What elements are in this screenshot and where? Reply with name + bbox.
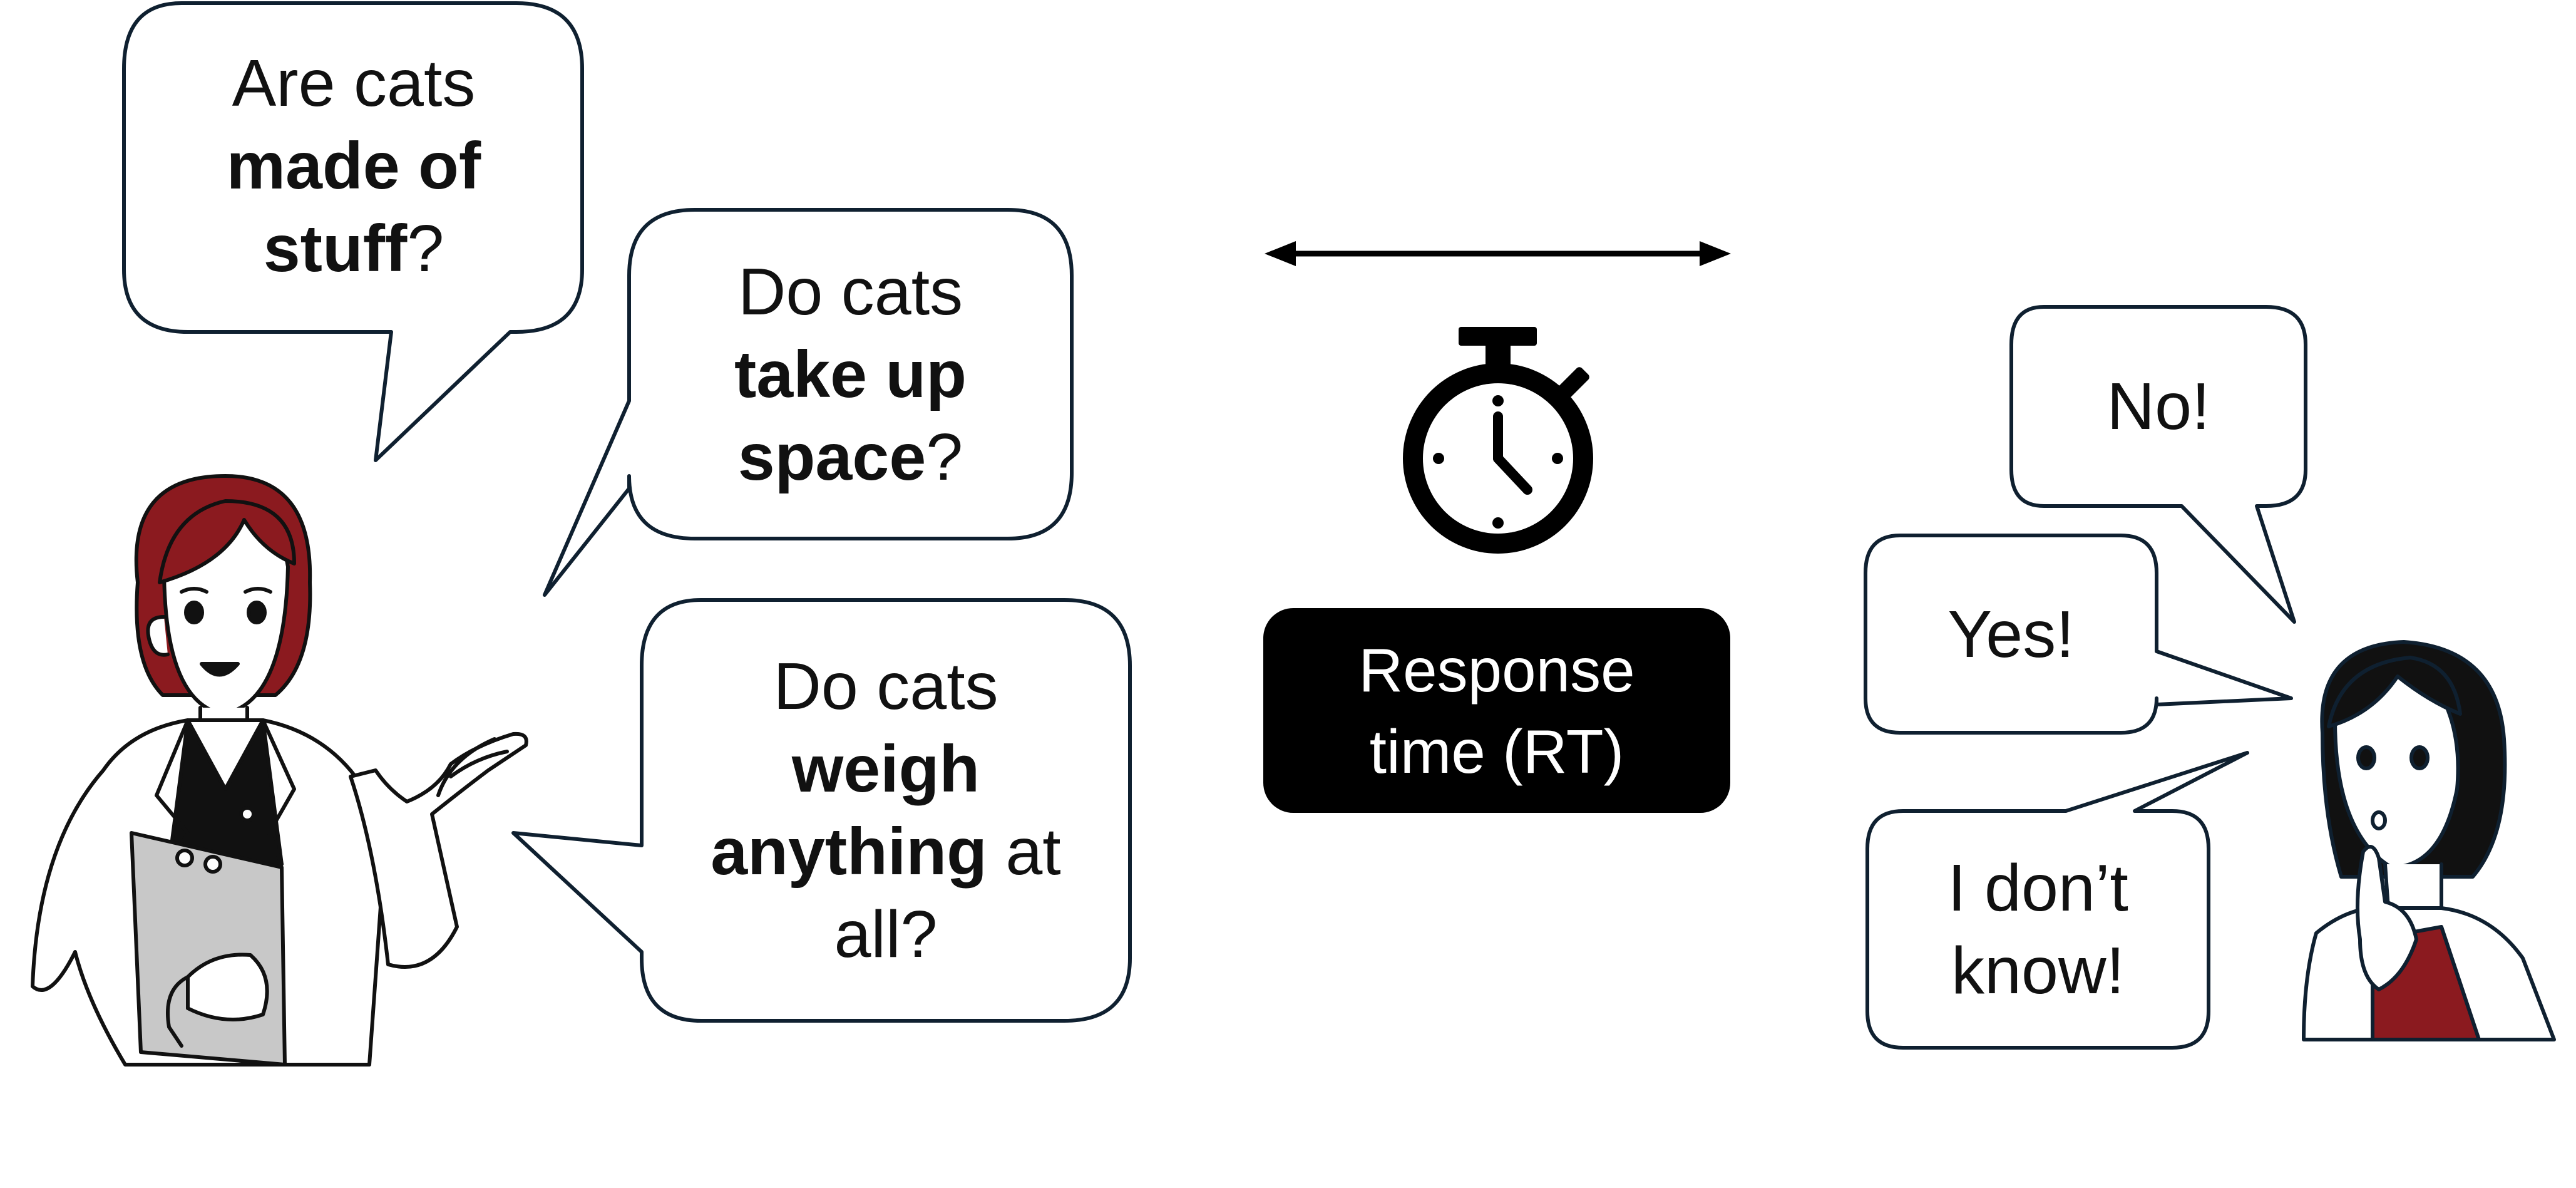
answer-bubble-no: [2009, 305, 2307, 624]
answer-dontknow-line2: know!: [1951, 934, 2125, 1008]
researcher-illustration: [31, 474, 528, 1067]
question-2-text: Do cats take up space?: [629, 210, 1072, 539]
question-2-line1: Do cats: [737, 254, 963, 329]
question-2-bold1: take up: [734, 337, 967, 411]
response-time-line2: time (RT): [1369, 716, 1624, 786]
question-1-line3: stuff?: [264, 207, 444, 290]
answer-dontknow-line1: I don’t: [1947, 851, 2128, 925]
question-2-line3: space?: [738, 416, 963, 498]
answer-yes-text: Yes!: [1865, 535, 2157, 733]
question-2-suffix: ?: [926, 420, 963, 494]
question-2-bold2: space: [737, 420, 926, 494]
respondent-illustration: [2302, 640, 2556, 1041]
question-1-suffix: ?: [407, 212, 444, 286]
question-3-bold1: weigh: [791, 732, 980, 806]
question-3-line4: all?: [834, 897, 938, 971]
question-1-bold1: made of: [226, 129, 481, 203]
answer-bubble-dontknow: [1865, 751, 2249, 1050]
question-bubble-2: [543, 208, 1074, 597]
question-1-line1: Are cats: [232, 46, 476, 120]
question-3-text: Do cats weigh anything at all?: [642, 600, 1130, 1021]
question-3-suffix: at: [987, 815, 1061, 889]
answer-bubble-yes: [1864, 534, 2293, 735]
question-1-bold2: stuff: [263, 212, 408, 286]
question-3-line3: anything at: [711, 810, 1061, 893]
question-bubble-1: [122, 1, 584, 462]
response-time-line1: Response: [1358, 635, 1635, 705]
answer-dontknow-text: I don’t know!: [1867, 811, 2209, 1048]
answer-no-text: No!: [2011, 307, 2306, 506]
double-arrow-icon: [1265, 241, 1731, 266]
question-1-text: Are cats made of stuff?: [125, 0, 582, 332]
answer-no-label: No!: [2106, 369, 2210, 443]
stopwatch-icon: [1403, 327, 1593, 554]
question-bubble-3: [511, 598, 1132, 1023]
response-time-box: [1263, 608, 1730, 813]
question-3-bold2: anything: [711, 815, 987, 889]
question-3-line1: Do cats: [773, 649, 998, 723]
response-time-label: Response time (RT): [1263, 608, 1730, 813]
answer-yes-label: Yes!: [1947, 597, 2075, 671]
